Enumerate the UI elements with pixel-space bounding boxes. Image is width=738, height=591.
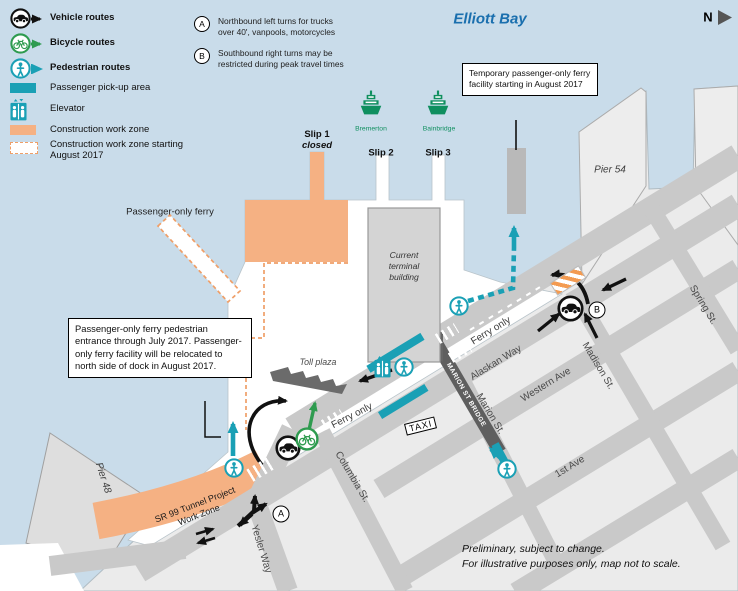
pedestrian-routes <box>227 225 520 463</box>
vehicle-icon <box>10 8 50 29</box>
bremerton-label: Bremerton <box>355 125 387 133</box>
north-label: N <box>703 9 713 25</box>
callout-temporary-ferry: Temporary passenger-only ferry facility … <box>462 63 598 96</box>
slip1-label: Slip 1 closed <box>301 129 333 151</box>
temporary-ferry-pier <box>507 148 526 214</box>
madison-st-road <box>565 285 731 551</box>
toll-plaza-label: Toll plaza <box>299 357 337 367</box>
slip3-label: Slip 3 <box>425 147 451 159</box>
construction-zone <box>245 152 348 262</box>
western-ave-road <box>373 260 738 498</box>
legend: Vehicle routes Bicycle routes Pedestrian… <box>10 8 225 166</box>
legend-item-pickup: Passenger pick-up area <box>10 82 225 94</box>
columbia-st-road <box>314 428 413 591</box>
streets <box>132 145 738 591</box>
first-ave-road <box>391 362 738 588</box>
note-b: B Southbound right turns may be restrict… <box>194 47 369 70</box>
elevator-icon <box>10 98 50 121</box>
pedestrian-icon-shore <box>224 458 244 478</box>
pedestrian-icon-ferry-road <box>449 296 469 316</box>
construction-dashed-swatch <box>10 140 50 154</box>
legend-item-bicycle: Bicycle routes <box>10 33 225 54</box>
legend-item-construction: Construction work zone <box>10 124 225 136</box>
terminal-building <box>367 207 441 363</box>
pier54-label: Pier 54 <box>594 164 626 176</box>
bay-label: Elliott Bay <box>453 10 527 28</box>
legend-item-construction-dashed: Construction work zone starting August 2… <box>10 139 225 162</box>
note-b-marker: B <box>194 47 210 64</box>
legend-item-elevator: Elevator <box>10 98 225 121</box>
construction-zone-dashed <box>156 213 348 430</box>
vehicle-icon-madison <box>557 295 584 322</box>
disclaimer: Preliminary, subject to change. For illu… <box>462 543 681 571</box>
passenger-only-ferry-label: Passenger-only ferry <box>126 206 214 218</box>
passenger-ferry-pier <box>156 213 242 304</box>
callout-entrance: Passenger-only ferry pedestrian entrance… <box>68 318 252 378</box>
construction-swatch <box>10 125 50 136</box>
note-a: A Northbound left turns for trucks over … <box>194 16 369 38</box>
map-notes: A Northbound left turns for trucks over … <box>194 16 369 80</box>
pedestrian-icon-marion <box>497 459 517 479</box>
callout-leader-2 <box>204 401 221 438</box>
spring-st-road <box>642 201 738 355</box>
yesler-way-road <box>246 498 298 591</box>
toll-plaza-shape <box>270 367 347 394</box>
slip2-label: Slip 2 <box>368 147 394 159</box>
legend-item-vehicle: Vehicle routes <box>10 8 225 29</box>
note-a-marker: A <box>194 16 210 32</box>
alaskan-way-road <box>132 194 738 582</box>
legend-item-pedestrian: Pedestrian routes <box>10 58 225 79</box>
sr99-work-zone <box>92 450 273 540</box>
marker-b: B <box>588 301 606 319</box>
north-arrow-icon <box>718 10 732 25</box>
bainbridge-label: Bainbridge <box>422 125 456 133</box>
pickup-swatch <box>10 83 50 94</box>
marker-a: A <box>272 505 290 523</box>
bicycle-icon <box>10 33 50 54</box>
pedestrian-icon-terminal <box>394 357 414 377</box>
terminal-label: Current terminal building <box>388 250 420 283</box>
lane-dashes <box>469 283 546 331</box>
pedestrian-icon <box>10 58 50 79</box>
ferry-access-road <box>285 145 738 440</box>
bicycle-icon-toll <box>295 427 319 451</box>
